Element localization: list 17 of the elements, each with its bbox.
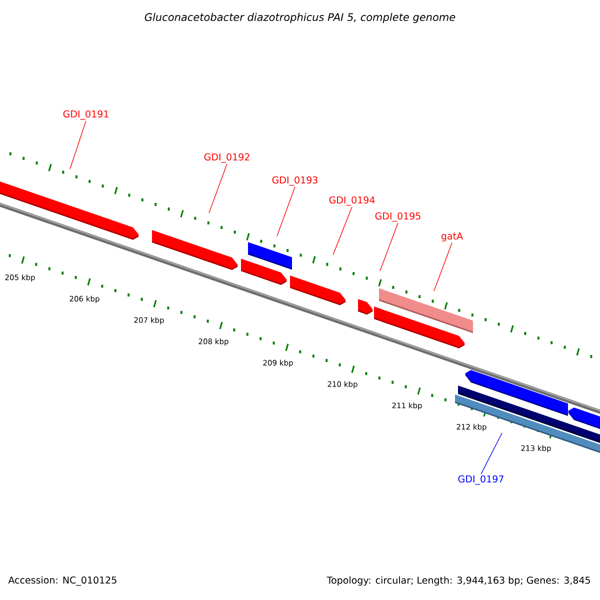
gene-label: GDI_0193 bbox=[272, 176, 318, 186]
gene-label: gatA bbox=[441, 232, 463, 242]
leader-line bbox=[480, 432, 502, 475]
gene-label: GDI_0197 bbox=[458, 475, 504, 485]
gene-label: GDI_0195 bbox=[375, 212, 420, 222]
genome-info-text: Topology: circular; Length: 3,944,163 bp; Genes: 3,845 bbox=[326, 576, 590, 586]
leader-line bbox=[208, 164, 228, 214]
leader-line bbox=[380, 222, 398, 272]
title: Gluconacetobacter diazotrophicus PAI 5, complete genome bbox=[144, 12, 456, 24]
leader-line bbox=[332, 206, 352, 256]
gene-label: GDI_0194 bbox=[329, 196, 375, 206]
gene-label: GDI_0192 bbox=[204, 153, 250, 163]
leader-line bbox=[70, 120, 86, 170]
gene-label: GDI_0191 bbox=[63, 110, 108, 120]
accession-text: Accession: NC_010125 bbox=[8, 576, 116, 586]
leader-line bbox=[276, 186, 296, 236]
leader-line bbox=[434, 242, 452, 292]
